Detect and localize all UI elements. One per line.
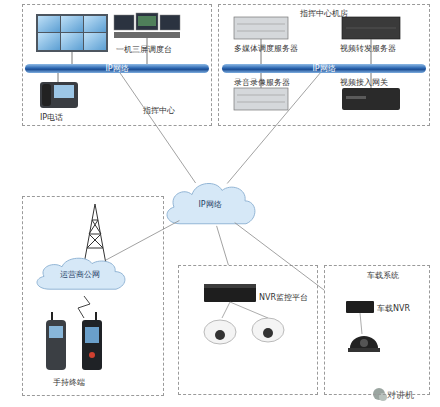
group-heading: 手持终端 bbox=[53, 377, 85, 388]
device-label: IP电话 bbox=[40, 112, 63, 123]
network-cloud: IP网络 bbox=[160, 178, 260, 230]
device-label: 一机三屏调度台 bbox=[116, 44, 172, 55]
vehicle-camera-base bbox=[348, 348, 380, 352]
radio-tower bbox=[84, 204, 106, 264]
cloud-outline bbox=[37, 258, 125, 289]
radio-screen bbox=[85, 327, 99, 343]
console-content bbox=[138, 16, 156, 26]
network-cloud: 运营商公网 bbox=[30, 254, 130, 294]
ip-phone-handset bbox=[42, 84, 51, 106]
ip-phone-screen bbox=[54, 85, 74, 98]
server-detail bbox=[237, 95, 285, 96]
camera-lens bbox=[263, 328, 273, 338]
radio-screen bbox=[49, 326, 63, 338]
vehicle-camera bbox=[350, 336, 378, 348]
video-wall-screen bbox=[38, 33, 60, 50]
handheld-radio bbox=[82, 320, 102, 370]
group-heading: 车载系统 bbox=[367, 270, 399, 281]
network-label: IP网络 bbox=[312, 65, 335, 72]
tower-brace bbox=[87, 234, 101, 248]
video-wall-frame bbox=[36, 14, 108, 52]
video-wall-screen bbox=[84, 33, 106, 50]
network-label: IP网络 bbox=[105, 65, 128, 72]
tower-brace bbox=[89, 234, 103, 248]
network-bus-bar: IP网络 bbox=[25, 64, 209, 73]
camera-wire bbox=[230, 302, 268, 318]
dome-camera bbox=[204, 320, 236, 344]
server-detail bbox=[237, 24, 285, 25]
dashed-group-box: NVR监控平台 bbox=[178, 265, 318, 395]
group-heading: 车载NVR bbox=[377, 303, 410, 314]
gateway-detail bbox=[346, 96, 366, 99]
wireless-link bbox=[78, 296, 90, 318]
network-label: 运营商公网 bbox=[60, 269, 100, 280]
video-wall-screen bbox=[38, 16, 60, 32]
nvr-device bbox=[204, 284, 256, 302]
console-screen bbox=[160, 15, 180, 30]
dashed-group-box: 指挥中心机房 IP网络 bbox=[218, 4, 430, 126]
camera-wire bbox=[360, 313, 362, 334]
video-wall-screen bbox=[84, 16, 106, 32]
network-link bbox=[235, 223, 324, 290]
device-label: 视频转发服务器 bbox=[340, 43, 396, 54]
camera-wire bbox=[222, 302, 230, 318]
vehicle-nvr-device bbox=[346, 301, 374, 313]
device-wire bbox=[72, 52, 73, 64]
nvr-top bbox=[204, 284, 256, 288]
ip-phone-body bbox=[40, 82, 78, 108]
server-detail bbox=[346, 28, 396, 29]
device-label: 多媒体调度服务器 bbox=[234, 43, 298, 54]
server-chassis bbox=[342, 17, 400, 39]
network-link bbox=[120, 73, 196, 183]
group-heading: 指挥中心 bbox=[143, 105, 175, 116]
gateway-box bbox=[342, 88, 400, 110]
group-heading: NVR监控平台 bbox=[259, 292, 308, 303]
radio-button bbox=[89, 352, 95, 358]
dashed-group-box: 指挥中心 IP网络 bbox=[22, 4, 212, 126]
dashed-group-box: 手持终端 运营商公网 bbox=[22, 196, 164, 396]
tower-rung bbox=[87, 248, 103, 249]
network-link bbox=[227, 73, 320, 184]
device-wire bbox=[58, 73, 59, 82]
tower-brace bbox=[89, 220, 98, 234]
dashed-group-box: 车载系统车载NVR bbox=[324, 265, 430, 395]
server-detail bbox=[237, 102, 285, 103]
handheld-radio bbox=[46, 320, 66, 370]
network-label: IP网络 bbox=[198, 199, 221, 210]
cloud-outline bbox=[167, 183, 255, 223]
server-chassis bbox=[234, 88, 288, 110]
device-label: 视频接入网关 bbox=[340, 77, 388, 88]
network-bus-bar: IP网络 bbox=[222, 64, 426, 73]
camera-lens bbox=[215, 330, 225, 340]
video-wall-screen bbox=[61, 16, 83, 32]
network-link bbox=[217, 226, 229, 265]
console-screen bbox=[114, 15, 134, 30]
tower-rung bbox=[92, 220, 98, 221]
camera-lens bbox=[360, 339, 368, 347]
device-label: 录音录像服务器 bbox=[234, 77, 290, 88]
dome-camera bbox=[252, 318, 284, 342]
tower-rung bbox=[89, 234, 101, 235]
group-heading: 指挥中心机房 bbox=[219, 8, 429, 19]
console-desk bbox=[114, 32, 180, 38]
server-chassis bbox=[234, 17, 288, 39]
console-screen bbox=[136, 13, 158, 30]
server-detail bbox=[237, 31, 285, 32]
watermark: 对讲机 bbox=[387, 389, 414, 402]
video-wall-screen bbox=[61, 33, 83, 50]
network-link bbox=[106, 221, 179, 261]
